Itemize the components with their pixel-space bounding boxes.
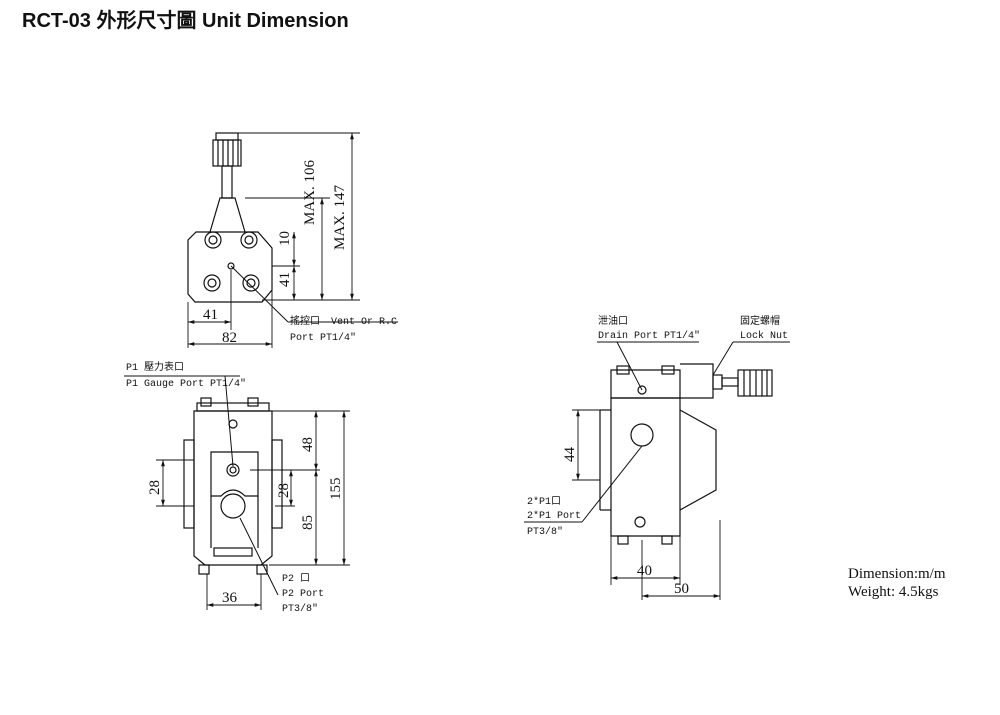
drain-label-cn: 泄油口 bbox=[598, 314, 628, 328]
vent-label-cn: 搖控口 bbox=[290, 314, 320, 328]
top-view-valve bbox=[187, 132, 398, 323]
side-view-dimensions bbox=[572, 409, 721, 600]
p2-label-en: P2 Port bbox=[282, 589, 324, 600]
side-view-texts: 泄油口 Drain Port PT1/4" 固定螺帽 Lock Nut 2*P1… bbox=[527, 314, 788, 597]
locknut-label-cn: 固定螺帽 bbox=[740, 314, 780, 328]
dim-85: 85 bbox=[300, 515, 316, 530]
side-view-valve bbox=[524, 341, 790, 545]
page-title: RCT-03 外形尺寸圖 Unit Dimension bbox=[22, 10, 349, 32]
dim-36: 36 bbox=[222, 590, 238, 606]
front-view-texts: P1 壓力表口 P1 Gauge Port PT1/4" 28 48 28 85… bbox=[126, 360, 344, 615]
dim-155: 155 bbox=[328, 478, 344, 501]
dim-41-vertical: 41 bbox=[277, 272, 293, 287]
dim-28-right: 28 bbox=[276, 483, 292, 498]
dim-40: 40 bbox=[637, 563, 652, 579]
p2-size-label: PT3/8" bbox=[282, 603, 318, 615]
gauge-label: P1 壓力表口 bbox=[126, 360, 184, 374]
top-view-dimensions bbox=[187, 132, 360, 348]
front-view-valve bbox=[124, 375, 283, 596]
vent-port-label: Port PT1/4" bbox=[290, 332, 356, 344]
drain-label-en: Drain Port PT1/4" bbox=[598, 330, 700, 342]
p1-label-en: 2*P1 Port bbox=[527, 510, 581, 522]
dimension-unit: Dimension:m/m bbox=[848, 566, 946, 582]
front-view-dimensions bbox=[156, 410, 350, 610]
weight-spec: Weight: 4.5kgs bbox=[848, 584, 939, 600]
dim-50: 50 bbox=[674, 581, 689, 597]
locknut-label-en: Lock Nut bbox=[740, 330, 788, 342]
gauge-port-label: P1 Gauge Port PT1/4" bbox=[126, 378, 246, 390]
vent-label-en: Vent Or R.C bbox=[331, 317, 397, 328]
dim-max-147: MAX. 147 bbox=[332, 184, 348, 250]
p1-label-cn: 2*P1口 bbox=[527, 496, 561, 508]
top-view-texts: MAX. 106 MAX. 147 10 41 41 82 搖控口 Vent O… bbox=[203, 159, 397, 346]
dim-max-106: MAX. 106 bbox=[302, 159, 318, 225]
dim-41-horizontal: 41 bbox=[203, 307, 218, 323]
p2-label-cn: P2 口 bbox=[282, 573, 310, 585]
dim-44: 44 bbox=[562, 447, 578, 463]
dim-28-left: 28 bbox=[147, 480, 163, 495]
dim-82: 82 bbox=[222, 330, 237, 346]
dim-10: 10 bbox=[277, 231, 293, 246]
dim-48: 48 bbox=[300, 437, 316, 452]
p1-size-label: PT3/8" bbox=[527, 526, 563, 538]
